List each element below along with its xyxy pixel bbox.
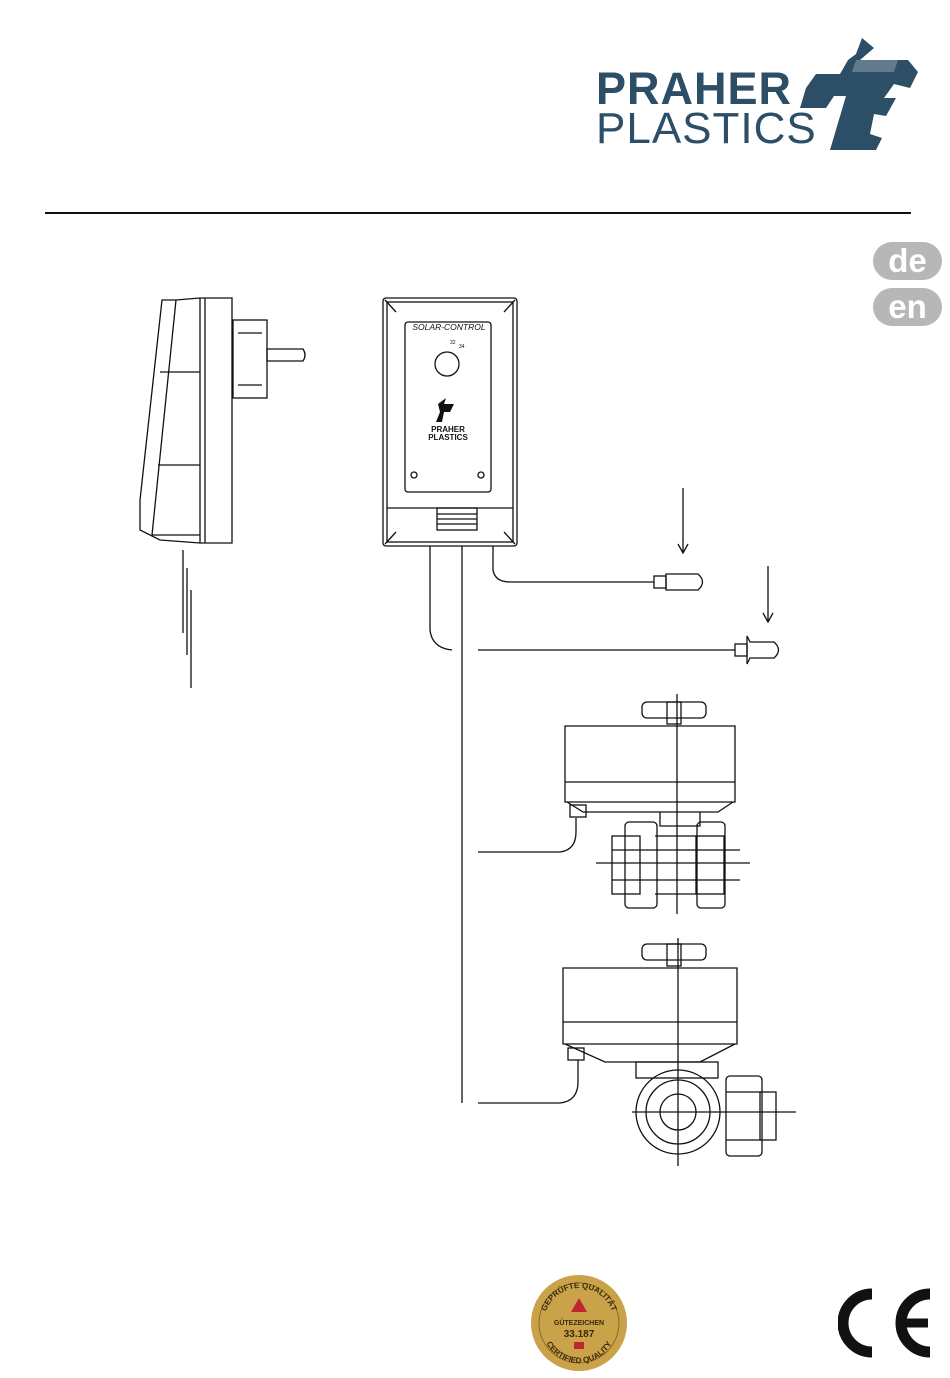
power-adapter: [140, 298, 305, 688]
temperature-sensor-1: [654, 488, 703, 590]
motor-valve-2: [478, 938, 796, 1166]
ce-mark-icon: [838, 1288, 934, 1358]
controller-logo-line2: PLASTICS: [418, 433, 478, 442]
controller-housing: [383, 298, 517, 546]
seal-center-label: GÜTEZEICHEN: [554, 1318, 604, 1327]
temperature-sensor-2: [735, 566, 779, 664]
controller-label: SOLAR-CONTROL: [410, 322, 488, 332]
controller-dial-mark-2: 34: [459, 344, 465, 350]
controller-dial-mark-1: 32: [450, 340, 456, 346]
quality-seal: GEPRÜFTE QUALITÄT CERTIFIED QUALITY GÜTE…: [530, 1274, 628, 1372]
motor-valve-1: [478, 694, 750, 914]
seal-number: 33.187: [564, 1329, 595, 1340]
